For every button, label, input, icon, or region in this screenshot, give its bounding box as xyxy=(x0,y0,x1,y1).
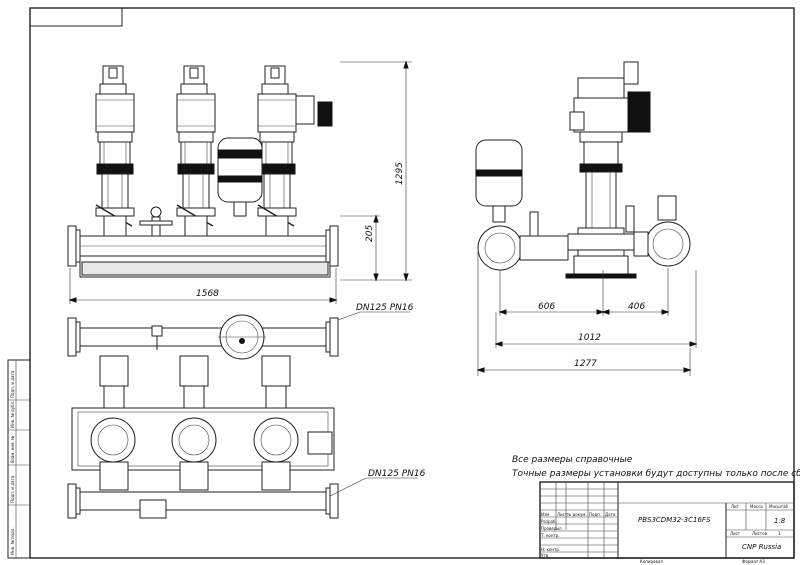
callouts: DN125 PN16 DN125 PN16 xyxy=(329,303,426,497)
tb-utv: Утв. xyxy=(541,553,549,558)
tb-date: Дата xyxy=(605,512,616,517)
top-corner-box xyxy=(29,7,123,27)
front-dimensions: 1568 1295 205 xyxy=(68,60,412,304)
side-dimensions: 606 406 1012 1277 xyxy=(476,252,698,376)
pump-front-2 xyxy=(176,65,216,237)
side-stamp-strip: Подп. и дата Инв. № дубл. Взам. инв. № П… xyxy=(7,359,31,559)
tb-scale-value: 1:8 xyxy=(774,517,786,525)
gauge-front xyxy=(139,206,173,237)
pump-front-1 xyxy=(95,65,135,237)
callout-dn125-bottom: DN125 PN16 xyxy=(368,469,426,479)
pump-front-3 xyxy=(257,65,333,237)
dim-606: 606 xyxy=(538,302,555,312)
tb-sheet: Лист xyxy=(730,531,741,536)
tb-scale: Масштаб xyxy=(769,504,789,509)
stamp-vzam-inv: Взам. инв. № xyxy=(10,436,15,463)
dim-406: 406 xyxy=(628,302,645,312)
tb-mass: Масса xyxy=(750,504,763,509)
stamp-podp-data-2: Подп. и дата xyxy=(10,475,15,503)
tb-doc: № докум. xyxy=(567,512,587,517)
plan-view xyxy=(67,314,339,519)
tb-designation: PBS3CDM32-3C16FS xyxy=(638,516,711,524)
tb-format: Формат A3 xyxy=(742,559,765,564)
tb-copied: Копировал xyxy=(640,559,663,564)
pump-plan-2 xyxy=(171,355,217,491)
stamp-podp-data-1: Подп. и дата xyxy=(10,370,15,398)
tb-company: CNP Russia xyxy=(742,543,781,551)
tb-tkontr: Т. контр. xyxy=(540,533,560,538)
dim-1277: 1277 xyxy=(574,359,597,369)
side-view xyxy=(475,61,691,279)
stamp-inv-dubl: Инв. № дубл. xyxy=(10,401,15,428)
dim-1012: 1012 xyxy=(578,333,601,343)
dim-1568: 1568 xyxy=(196,289,219,299)
tb-nkontr: Н. контр. xyxy=(541,547,560,552)
callout-dn125-top: DN125 PN16 xyxy=(356,303,414,313)
tb-lit: Лит xyxy=(731,504,740,509)
membrane-tank-front xyxy=(217,137,263,217)
note-line-2: Точные размеры установки будут доступны … xyxy=(512,469,800,479)
note-line-1: Все размеры справочные xyxy=(512,455,633,465)
dim-205: 205 xyxy=(365,225,375,242)
tb-sheets: Листов xyxy=(752,531,768,536)
dim-1295: 1295 xyxy=(395,162,405,185)
title-block: Изм Лист № докум. Подп. Дата Разраб. Про… xyxy=(539,481,795,564)
tb-sheets-value: 1 xyxy=(778,531,781,536)
tb-prov: Провeрил xyxy=(541,526,562,531)
tb-razrab: Разраб. xyxy=(541,519,557,524)
tb-sign: Подп. xyxy=(589,512,601,517)
tb-list: Лист xyxy=(557,512,568,517)
sheet-frame xyxy=(29,7,795,559)
pump-plan-1 xyxy=(90,355,136,491)
stamp-inv-podl: Инв. № подл. xyxy=(10,527,15,555)
tb-izm: Изм xyxy=(541,512,549,517)
front-view xyxy=(67,65,339,278)
pump-plan-3 xyxy=(253,355,299,491)
